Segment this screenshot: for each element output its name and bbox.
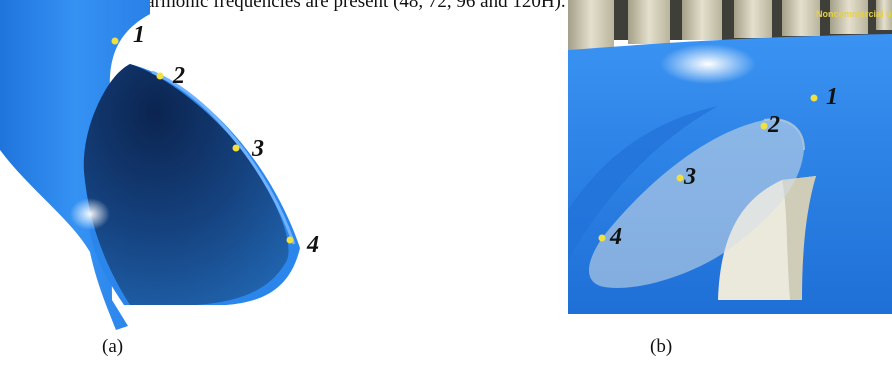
specular-glow-a [70, 198, 110, 230]
marker-a-2 [156, 72, 164, 80]
caption-a: (a) [102, 336, 124, 357]
specular-glow-b [660, 44, 756, 84]
guide-vanes [568, 0, 892, 54]
point-label-a-1: 1 [133, 22, 145, 48]
marker-b-3 [676, 174, 684, 182]
translucent-blade-b [588, 119, 804, 289]
point-label-a-3: 3 [251, 136, 264, 162]
blade-cavity-a [83, 64, 289, 305]
point-label-b-3: 3 [683, 164, 696, 190]
watermark: Noncommercial use only [816, 9, 892, 19]
marker-a-4 [286, 236, 294, 244]
figure-a-render: 1 2 3 4 [0, 0, 319, 330]
point-label-a-4: 4 [306, 232, 319, 258]
point-label-b-1: 1 [826, 84, 838, 110]
marker-b-1 [810, 94, 818, 102]
marker-b-4 [598, 234, 606, 242]
point-label-b-2: 2 [767, 112, 780, 138]
figure-b-render: Noncommercial use only 1 2 3 4 [568, 0, 892, 314]
point-label-b-4: 4 [609, 224, 622, 250]
marker-a-1 [111, 37, 119, 45]
point-label-a-2: 2 [172, 63, 185, 89]
caption-b: (b) [650, 336, 673, 357]
blade-edge-a [151, 70, 296, 245]
marker-a-3 [232, 144, 240, 152]
marker-b-2 [760, 122, 768, 130]
blade-shell-a [0, 0, 150, 330]
